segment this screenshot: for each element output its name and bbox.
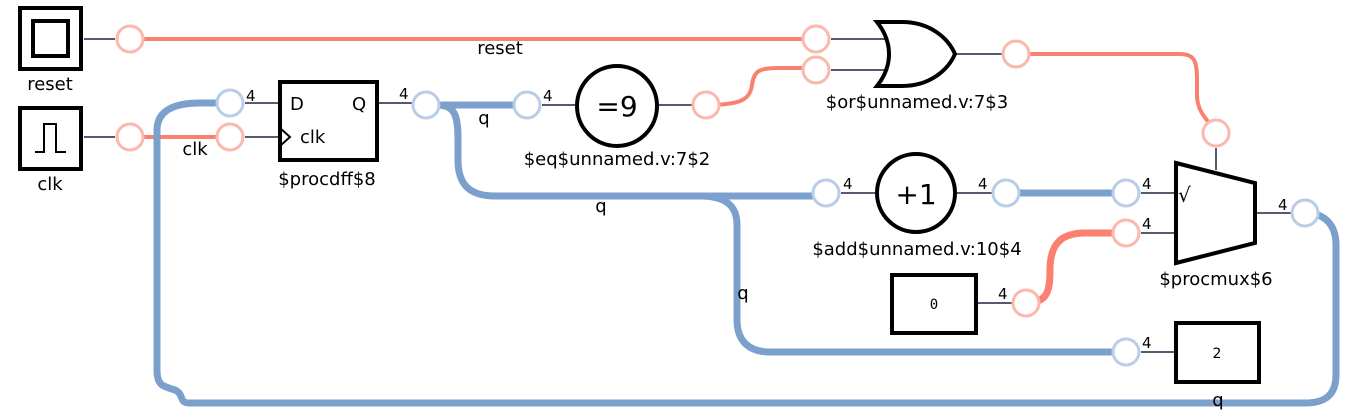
port[interactable] <box>801 55 831 85</box>
eq-op: =9 <box>596 90 637 123</box>
port[interactable] <box>1201 118 1231 148</box>
wire-or-out[interactable] <box>1014 52 1217 132</box>
or-cell[interactable]: $or$unnamed.v:7$3 <box>826 20 1008 113</box>
eq-cell[interactable]: =9 $eq$unnamed.v:7$2 <box>524 64 711 170</box>
bus-width-label: 4 <box>998 285 1008 303</box>
dff-port-clk: clk <box>300 127 326 148</box>
port[interactable] <box>1111 218 1141 248</box>
port[interactable] <box>801 24 831 54</box>
clk-input[interactable]: clk <box>18 106 83 195</box>
wire-label-q: q <box>478 108 489 129</box>
bus-width-label: 4 <box>1142 215 1152 233</box>
bus-width-label: 4 <box>843 175 853 193</box>
port[interactable] <box>811 178 841 208</box>
clock-wave-icon <box>35 123 66 153</box>
port[interactable] <box>691 90 721 120</box>
reset-label: reset <box>27 74 73 95</box>
bus-width-label: 4 <box>978 175 988 193</box>
dff-cell[interactable]: D Q clk $procdff$8 <box>278 80 379 190</box>
port[interactable] <box>215 88 245 118</box>
add-label: $add$unnamed.v:10$4 <box>812 239 1021 260</box>
wire-const0[interactable] <box>1022 229 1129 307</box>
bus-width-label: 4 <box>1142 175 1152 193</box>
port[interactable] <box>215 122 245 152</box>
wire-feedback[interactable] <box>153 99 1340 407</box>
add-cell[interactable]: +1 $add$unnamed.v:10$4 <box>812 152 1022 260</box>
bus-width-label: 4 <box>1278 196 1288 214</box>
dff-label: $procdff$8 <box>278 169 376 190</box>
wire-q-add[interactable] <box>432 101 830 200</box>
wire-q-out[interactable] <box>696 192 1130 356</box>
mux-label: $procmux$6 <box>1159 269 1272 290</box>
port[interactable] <box>1111 337 1141 367</box>
wire-label-reset: reset <box>477 38 523 59</box>
bus-width-label: 4 <box>1142 334 1152 352</box>
port[interactable] <box>1001 39 1031 69</box>
dff-port-q: Q <box>352 94 366 115</box>
wire-eq-out[interactable] <box>704 66 818 107</box>
port[interactable] <box>512 90 542 120</box>
output-2-value: 2 <box>1213 346 1222 362</box>
port[interactable] <box>1111 178 1141 208</box>
dff-port-d: D <box>290 94 304 115</box>
eq-label: $eq$unnamed.v:7$2 <box>524 149 711 170</box>
reset-input[interactable]: reset <box>18 6 83 95</box>
port[interactable] <box>1011 288 1041 318</box>
or-label: $or$unnamed.v:7$3 <box>826 92 1008 113</box>
wire-label-q: q <box>737 283 748 304</box>
port[interactable] <box>115 24 145 54</box>
bus-width-label: 4 <box>543 87 553 105</box>
bus-width-label: 4 <box>399 85 409 103</box>
mux-select-mark: √ <box>1178 183 1191 207</box>
wire-label-q: q <box>1212 390 1223 411</box>
mux-cell[interactable]: √ $procmux$6 <box>1159 160 1273 290</box>
clock-edge-icon <box>279 127 292 147</box>
port[interactable] <box>411 90 441 120</box>
const-0-value: 0 <box>930 297 938 313</box>
output-2-cell[interactable]: 2 <box>1174 321 1261 384</box>
port[interactable] <box>991 178 1021 208</box>
clk-label: clk <box>37 174 63 195</box>
wire-label-clk: clk <box>182 139 208 160</box>
add-op: +1 <box>895 178 936 211</box>
bus-width-label: 4 <box>246 87 256 105</box>
port[interactable] <box>1290 198 1320 228</box>
wire-label-q: q <box>595 196 606 217</box>
button-icon <box>31 19 70 58</box>
port[interactable] <box>115 122 145 152</box>
const-0-cell[interactable]: 0 <box>890 273 978 335</box>
